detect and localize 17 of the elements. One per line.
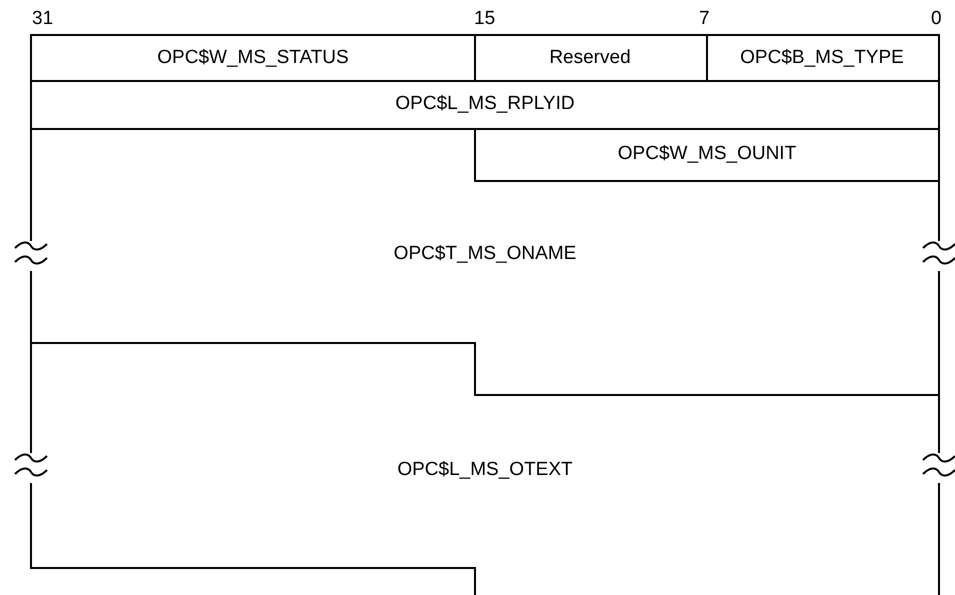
register-field xyxy=(474,34,708,82)
register-field xyxy=(30,129,940,395)
field-name: OPC$T_MS_ONAME xyxy=(392,243,578,265)
field-name: OPC$L_MS_RPLYID xyxy=(394,93,576,115)
register-field xyxy=(30,34,476,82)
bit-number: 0 xyxy=(931,8,942,30)
register-field xyxy=(30,80,940,130)
field-name: OPC$W_MS_STATUS xyxy=(156,47,350,69)
register-field xyxy=(30,343,940,595)
bit-number: 31 xyxy=(32,8,54,30)
bit-number: 15 xyxy=(474,8,496,30)
bit-number: 7 xyxy=(699,8,710,30)
field-name: OPC$W_MS_OUNIT xyxy=(616,143,798,165)
field-name: OPC$L_MS_OTEXT xyxy=(396,459,574,481)
field-name: OPC$B_MS_TYPE xyxy=(739,47,905,69)
register-field xyxy=(706,34,940,82)
field-name: Reserved xyxy=(548,47,632,69)
